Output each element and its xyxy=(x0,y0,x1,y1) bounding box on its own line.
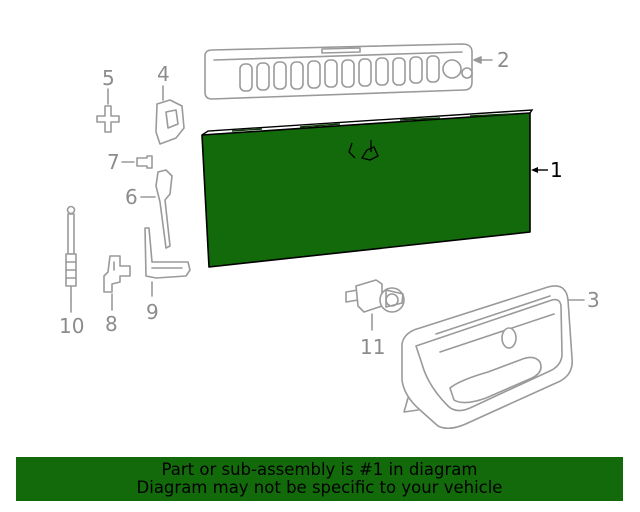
part-10-support-rod[interactable] xyxy=(65,205,77,301)
callout-6[interactable]: 6 xyxy=(125,185,138,209)
banner-line-1: Part or sub-assembly is #1 in diagram xyxy=(161,460,478,479)
callout-1[interactable]: 1 xyxy=(550,158,563,182)
part-6-hinge-strap[interactable] xyxy=(155,169,173,249)
callout-2[interactable]: 2 xyxy=(497,48,510,72)
part-1-tailgate-shell[interactable] xyxy=(201,109,534,268)
part-3-handle-bezel[interactable] xyxy=(401,285,573,430)
arrow-2 xyxy=(473,56,482,64)
callout-5[interactable]: 5 xyxy=(102,66,115,90)
arrow-1 xyxy=(531,167,538,173)
callout-9[interactable]: 9 xyxy=(146,300,159,324)
part-5-clip[interactable] xyxy=(96,105,120,133)
part-2-tailgate-cap[interactable] xyxy=(204,43,473,100)
callout-8[interactable]: 8 xyxy=(105,312,118,336)
part-4-bracket[interactable] xyxy=(155,99,185,145)
part-9-side-bracket[interactable] xyxy=(144,227,191,279)
info-banner: Part or sub-assembly is #1 in diagram Di… xyxy=(16,457,623,501)
callout-11[interactable]: 11 xyxy=(360,335,385,359)
callout-3[interactable]: 3 xyxy=(587,288,600,312)
callout-4[interactable]: 4 xyxy=(157,62,170,86)
callout-7[interactable]: 7 xyxy=(107,150,120,174)
callout-10[interactable]: 10 xyxy=(59,314,84,338)
part-11-handle-switch[interactable] xyxy=(345,279,405,313)
banner-line-2: Diagram may not be specific to your vehi… xyxy=(136,478,503,497)
part-7-pin[interactable] xyxy=(136,155,153,169)
part-8-latch-bracket[interactable] xyxy=(103,255,131,293)
